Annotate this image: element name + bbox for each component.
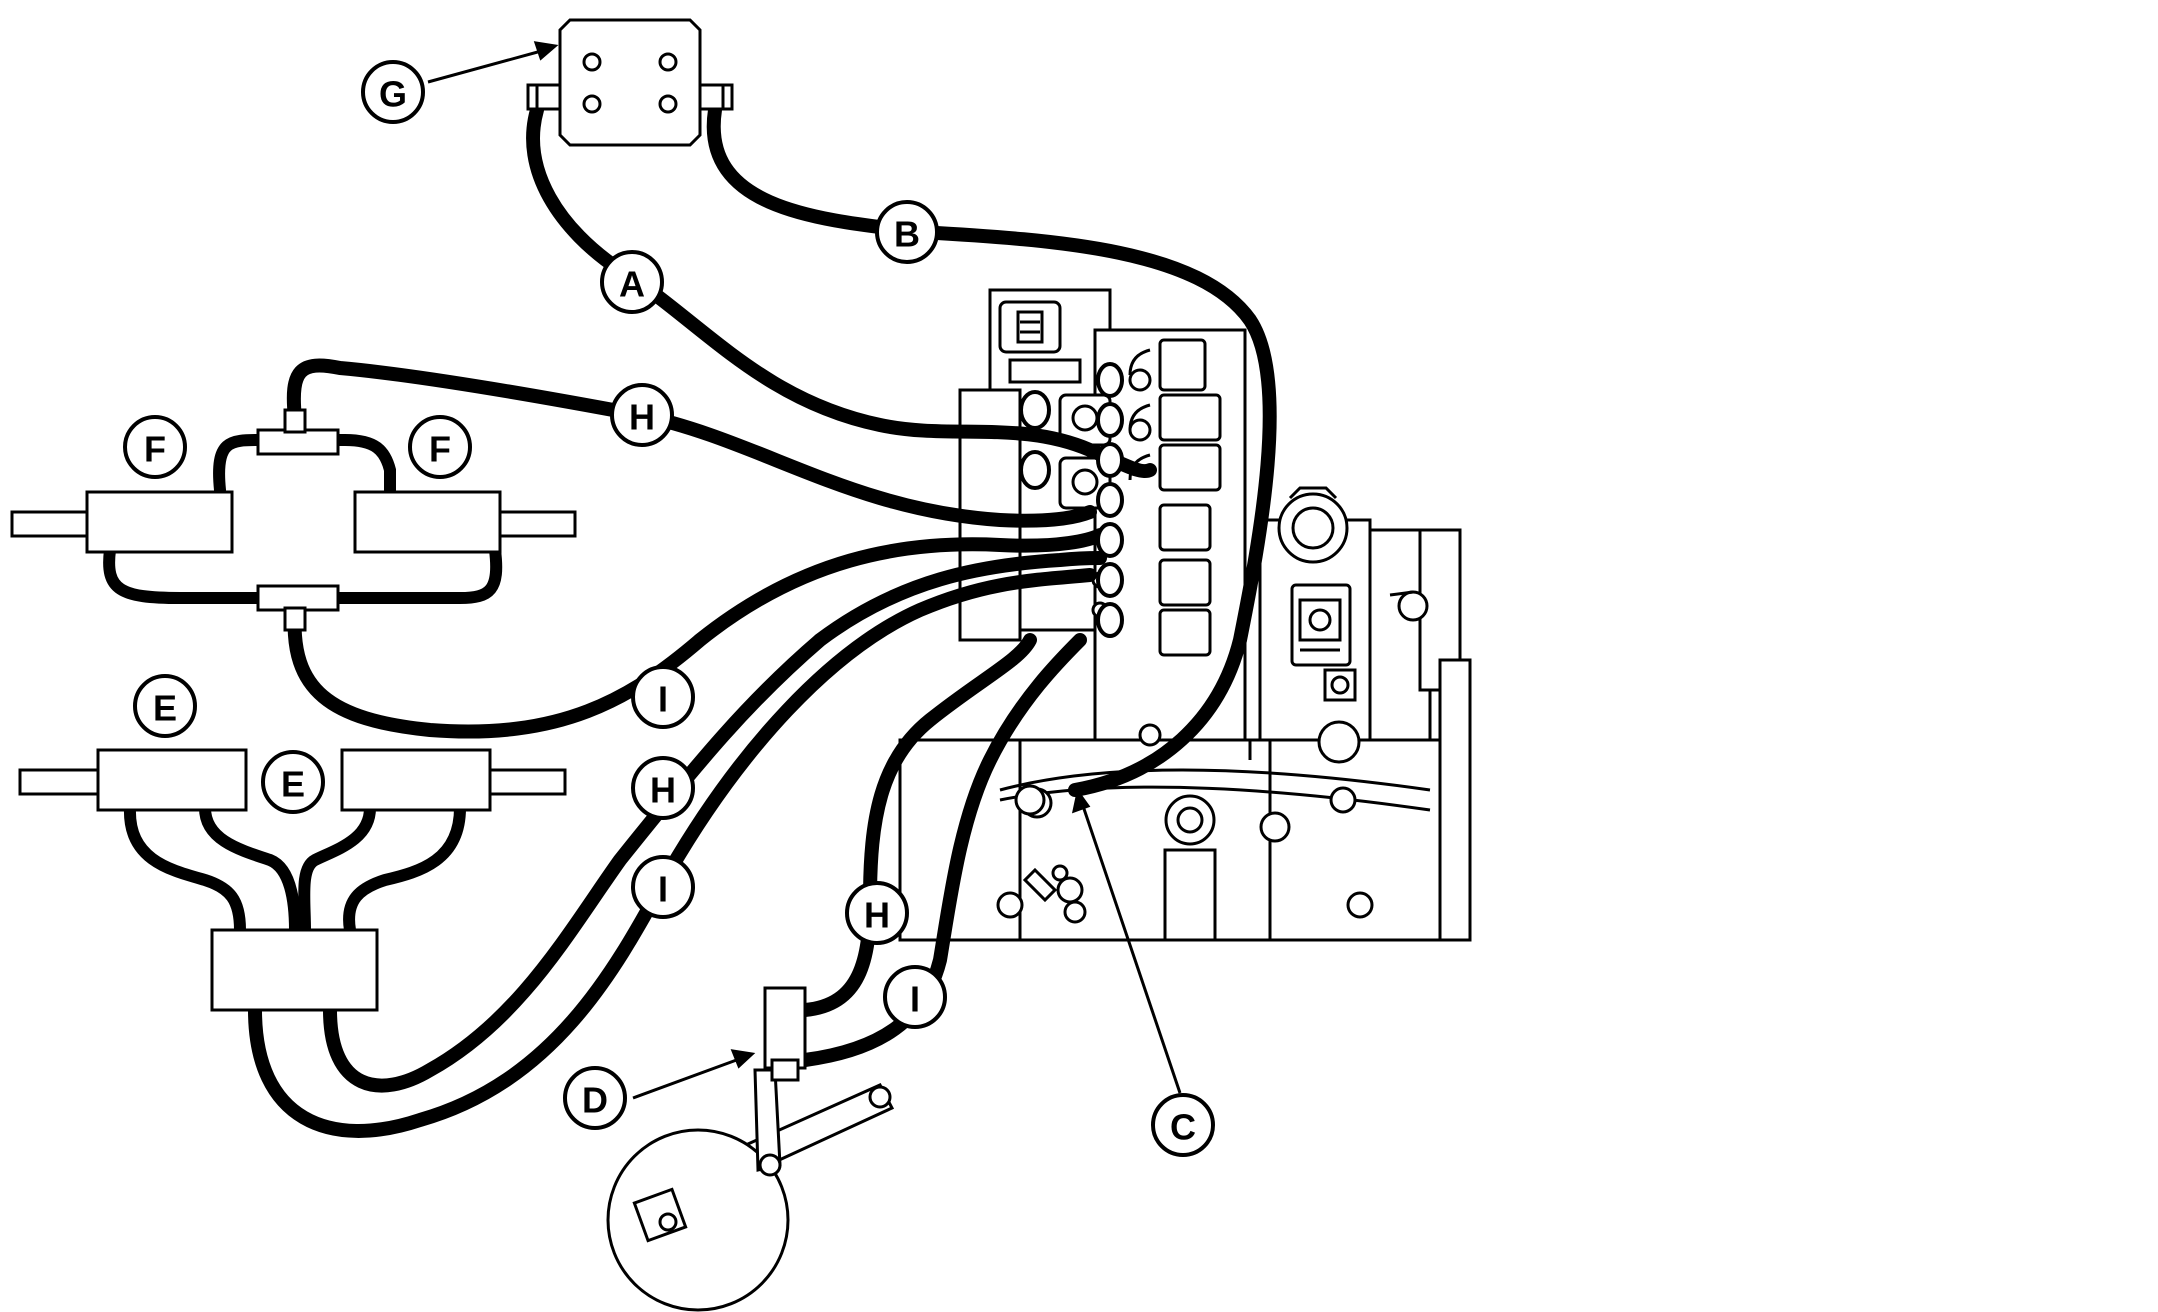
callout-labels: G B A H F F I E E H I H I D C [144, 74, 1196, 1148]
callout-label-e-center: E [281, 764, 305, 805]
hose-b [706, 103, 1277, 797]
hose-e-2 [199, 802, 301, 936]
component-d-linkage [606, 986, 895, 1312]
component-f-left [10, 490, 234, 554]
hose-h-lower [798, 633, 1037, 1017]
callout-label-f-right: F [429, 429, 451, 470]
callout-label-i-lower: I [910, 979, 920, 1020]
component-e-right [340, 748, 567, 812]
filter-housing [1277, 486, 1429, 764]
callout-label-b: B [894, 214, 920, 255]
hose-i-upper [287, 528, 1107, 739]
valve-ports [1019, 362, 1124, 638]
component-g-block [526, 18, 734, 147]
callout-label-c: C [1170, 1107, 1196, 1148]
callout-label-g: G [379, 74, 407, 115]
lower-engine-components [996, 784, 1374, 942]
e-manifold-block [210, 928, 379, 1012]
callout-label-h-lower: H [864, 895, 890, 936]
callout-label-a: A [619, 264, 645, 305]
component-f-right [353, 490, 577, 554]
callout-label-f-left: F [144, 429, 166, 470]
callout-label-d: D [582, 1080, 608, 1121]
callout-label-i-upper: I [658, 679, 668, 720]
hose-e-1 [123, 802, 246, 936]
hose-f-bottom [103, 544, 503, 604]
callout-label-h-upper: H [629, 397, 655, 438]
callout-label-e-left: E [153, 688, 177, 729]
hose-a [526, 103, 1157, 479]
hose-e-4 [343, 802, 466, 936]
component-e-left [18, 748, 248, 812]
tee-fittings-f [256, 408, 340, 632]
callout-markers [123, 60, 1215, 1157]
callout-label-i-middle: I [658, 869, 668, 910]
leader-lines [427, 41, 1182, 1100]
hose-e-3 [298, 802, 376, 936]
callout-label-h-middle: H [650, 770, 676, 811]
hose-i-lower [798, 633, 1087, 1067]
